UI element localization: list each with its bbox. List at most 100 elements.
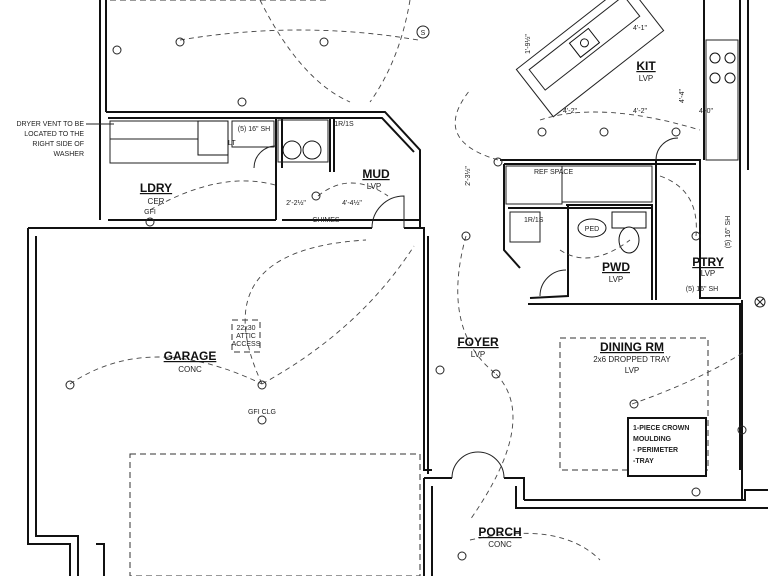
light-symbol xyxy=(319,37,329,47)
light-symbol xyxy=(629,399,639,409)
room-material-foyer: LVP xyxy=(471,350,486,359)
one-r-one-s-pwd: 1R/1S xyxy=(524,217,544,224)
light-symbol xyxy=(457,551,467,561)
garage-mud-door xyxy=(371,195,405,229)
room-material-dining: 2x6 DROPPED TRAY xyxy=(593,355,671,364)
crown-note-line: - PERIMETER xyxy=(633,447,678,454)
wall-mud-closet xyxy=(329,118,335,172)
room-material-garage: CONC xyxy=(178,365,202,374)
wall-powder xyxy=(503,164,569,299)
room-material-pwd: LVP xyxy=(609,275,624,284)
wall-dining-inner xyxy=(528,303,741,470)
wire-mud xyxy=(317,182,389,197)
misc-labels: (5) 16" SH 1R/1S LT 2'-2½" 4'-4½" CHIMES… xyxy=(144,25,732,416)
wire-dining xyxy=(631,351,745,405)
light-symbol xyxy=(537,127,547,137)
shelf-label-ptry-side: (5) 16" SH xyxy=(725,216,732,248)
wall-porch-left xyxy=(423,478,433,576)
wire-upper-2 xyxy=(259,0,351,103)
room-material-ptry: LVP xyxy=(701,269,716,278)
crown-note-line: MOULDING xyxy=(633,436,672,443)
room-name-foyer: FOYER xyxy=(457,335,499,349)
shelf-label-ptry: (5) 16" SH xyxy=(686,286,718,293)
dim-kit-d: 4'-4" xyxy=(679,89,686,103)
room-name-ptry: PTRY xyxy=(692,255,724,269)
pantry-door xyxy=(655,137,679,161)
wire-upper-1 xyxy=(179,29,419,41)
room-name-ldry: LDRY xyxy=(140,181,172,195)
garage-door-outline xyxy=(129,453,421,576)
light-symbol xyxy=(311,191,321,201)
light-symbol xyxy=(737,425,747,435)
laundry-shelf-box xyxy=(231,120,275,148)
wall-garage-left xyxy=(27,228,71,576)
light-symbol xyxy=(691,231,701,241)
exterior-fixture xyxy=(754,296,766,308)
wire-pantry xyxy=(659,175,697,237)
note-line: RIGHT SIDE OF xyxy=(32,141,84,148)
wall-garage-top xyxy=(28,227,432,471)
crown-note-box xyxy=(627,417,707,477)
attic-note-line: ACCESS xyxy=(232,341,261,348)
label-chimes: CHIMES xyxy=(312,217,340,224)
light-symbol xyxy=(175,37,185,47)
range-burner-4 xyxy=(724,72,736,84)
pedestal-sink xyxy=(577,218,607,238)
room-material-ldry: CER xyxy=(148,197,165,206)
washer xyxy=(282,140,302,160)
wire-upper-3 xyxy=(369,0,411,103)
light-symbol xyxy=(691,487,701,497)
wire-porch xyxy=(469,532,601,561)
crown-note-line: -TRAY xyxy=(633,458,654,465)
toilet-tank xyxy=(611,211,647,229)
label-gfi: GFI xyxy=(144,209,156,216)
attic-note: 22x30 ATTIC ACCESS xyxy=(232,325,261,348)
range-burner-1 xyxy=(709,52,721,64)
room-material-mud: LVP xyxy=(367,182,382,191)
light-symbol xyxy=(491,369,501,379)
pwd-fixture-label: PED xyxy=(585,226,599,233)
room-name-porch: PORCH xyxy=(478,525,521,539)
room-name-garage: GARAGE xyxy=(164,349,217,363)
powder-door xyxy=(539,269,567,297)
room-name-mud: MUD xyxy=(362,167,390,181)
range-burner-2 xyxy=(724,52,736,64)
light-symbol xyxy=(671,127,681,137)
electrical-wiring xyxy=(69,0,745,561)
dim-mud-b: 4'-4½" xyxy=(342,199,362,207)
front-double-door xyxy=(451,451,505,479)
smoke-detector-label: S xyxy=(421,30,426,37)
light-symbol xyxy=(599,127,609,137)
wall-laundry-mud xyxy=(275,118,283,220)
fixtures xyxy=(109,0,739,254)
attic-note-line: 22x30 xyxy=(236,325,255,332)
room-labels: LDRY CER MUD LVP GARAGE CONC KIT LVP PWD… xyxy=(140,59,724,549)
light-symbol xyxy=(257,415,267,425)
wall-kitchen-right xyxy=(739,0,749,170)
dim-kit-b: 4'-2" xyxy=(633,108,647,115)
room-name-pwd: PWD xyxy=(602,260,630,274)
wire-laundry xyxy=(149,180,276,211)
room-name-dining: DINING RM xyxy=(600,340,664,354)
laundry-door xyxy=(253,145,277,169)
wire-kitchen-2 xyxy=(539,111,701,131)
dryer xyxy=(302,140,322,160)
note-line: WASHER xyxy=(54,151,84,158)
dim-kit-a: 4'-2" xyxy=(563,108,577,115)
room-material-porch: CONC xyxy=(488,540,512,549)
wall-garage-front xyxy=(96,543,105,576)
dim-foyer: 2'-3½" xyxy=(464,166,472,186)
wire-garage-3 xyxy=(244,239,367,385)
washer-dryer-box xyxy=(277,119,329,163)
label-gfi-clg: GFI CLG xyxy=(248,409,276,416)
wall-dining xyxy=(524,300,768,501)
light-symbol xyxy=(493,157,503,167)
light-symbol xyxy=(145,217,155,227)
one-r-one-s-top: 1R/1S xyxy=(334,121,354,128)
wire-kitchen-1 xyxy=(454,89,499,161)
note-line: LOCATED TO THE xyxy=(24,131,84,138)
dim-kit-e: 1'-9½" xyxy=(524,34,532,54)
dim-kit-f: 4'-1" xyxy=(633,25,647,32)
room-name-kit: KIT xyxy=(636,59,656,73)
